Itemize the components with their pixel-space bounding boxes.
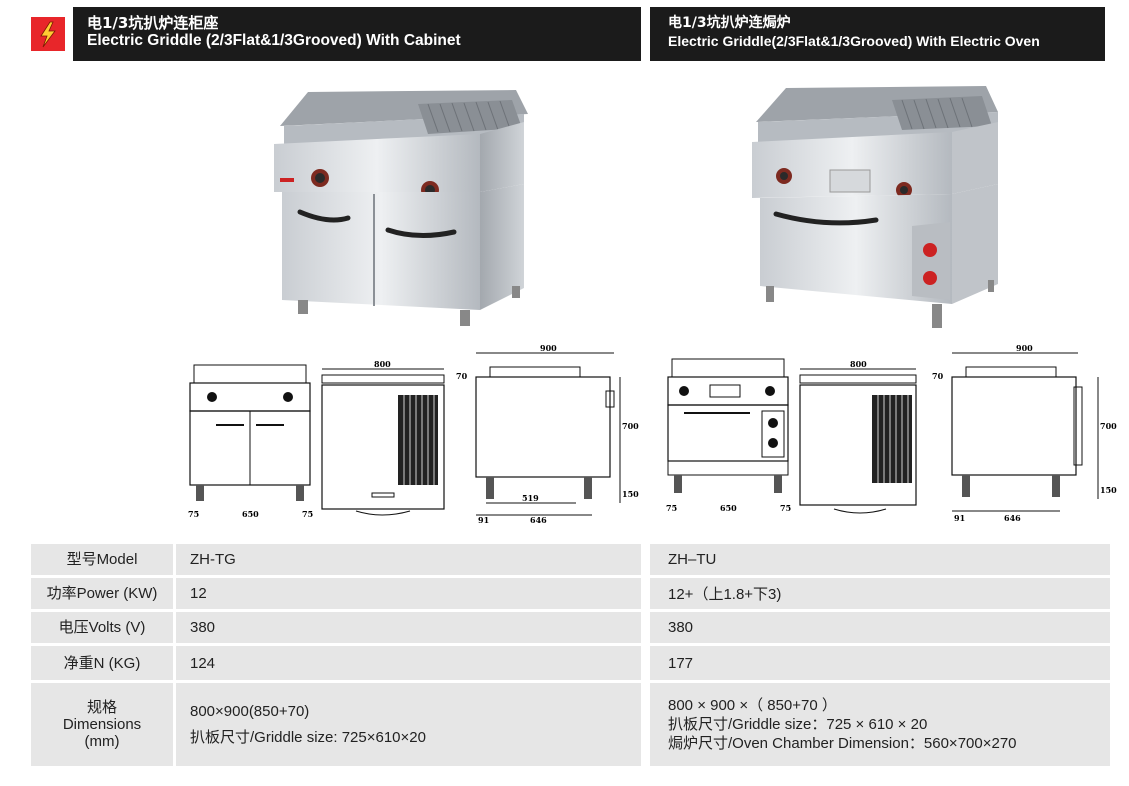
lightning-logo-icon: [31, 17, 65, 51]
left-technical-drawings: 75 650 75 800 900 70 700 150 519 91 646: [188, 343, 639, 525]
left-title-zh: 电1/3坑扒炉连柜座: [87, 14, 219, 32]
spec-right-value: 12+（上1.8+下3): [650, 578, 1110, 609]
right-title-en: Electric Griddle(2/3Flat&1/3Grooved) Wit…: [668, 33, 1040, 49]
left-dim-height: 700: [622, 421, 639, 431]
left-dim-side-a: 75: [188, 509, 199, 519]
griddle-cabinet-photo: [274, 90, 528, 326]
left-dim-depth: 900: [540, 343, 557, 353]
right-product-header: 电1/3坑扒炉连焗炉 Electric Griddle(2/3Flat&1/3G…: [650, 7, 1105, 61]
spec-left-value: ZH-TG: [176, 544, 641, 575]
right-dimensions-line1: 800 × 900 ×（ 850+70 ）: [668, 697, 837, 714]
spec-left-value: 380: [176, 612, 641, 643]
left-dim-top: 70: [456, 371, 468, 381]
left-dim-d1: 519: [522, 493, 539, 503]
spec-row-weight: 净重N (KG) 124 177: [31, 646, 1110, 680]
spec-right-dimensions: 800 × 900 ×（ 850+70 ） 扒板尺寸/Griddle size：…: [650, 683, 1110, 766]
spec-right-value: ZH–TU: [650, 544, 1110, 575]
right-dim-side-a: 75: [666, 503, 677, 513]
left-product-header: 电1/3坑扒炉连柜座 Electric Griddle (2/3Flat&1/3…: [73, 7, 641, 61]
left-dim-side-b: 75: [302, 509, 313, 519]
right-technical-drawings: 75 650 75 800 900 70 700 150 91 646: [666, 343, 1117, 523]
left-dimensions-line2: 扒板尺寸/Griddle size: 725×610×20: [190, 728, 426, 746]
right-dim-top: 70: [932, 371, 944, 381]
dimensions-label-unit: (mm): [84, 733, 120, 750]
left-dimensions-line1: 800×900(850+70): [190, 702, 310, 720]
spec-right-value: 380: [650, 612, 1110, 643]
spec-right-value: 177: [650, 646, 1110, 680]
spec-row-power: 功率Power (KW) 12 12+（上1.8+下3): [31, 578, 1110, 609]
spec-label: 净重N (KG): [31, 646, 173, 680]
spec-label-dimensions: 规格 Dimensions (mm): [31, 683, 173, 766]
right-title-zh: 电1/3坑扒炉连焗炉: [668, 15, 791, 31]
right-dim-mid: 650: [720, 503, 737, 513]
right-dim-side-b: 75: [780, 503, 791, 513]
spec-left-value: 124: [176, 646, 641, 680]
spec-left-dimensions: 800×900(850+70) 扒板尺寸/Griddle size: 725×6…: [176, 683, 641, 766]
right-dim-d2: 646: [1004, 513, 1021, 523]
left-title-en: Electric Griddle (2/3Flat&1/3Grooved) Wi…: [87, 32, 461, 49]
right-dim-d3: 91: [954, 513, 965, 523]
left-dim-leg: 150: [622, 489, 639, 499]
spec-label: 型号Model: [31, 544, 173, 575]
spec-row-model: 型号Model ZH-TG ZH–TU: [31, 544, 1110, 575]
left-dim-d2: 646: [530, 515, 547, 525]
right-dimensions-line2: 扒板尺寸/Griddle size：725 × 610 × 20: [668, 716, 928, 733]
right-dim-width: 800: [850, 359, 867, 369]
griddle-oven-photo: [752, 86, 998, 328]
spec-row-volts: 电压Volts (V) 380 380: [31, 612, 1110, 643]
right-dim-height: 700: [1100, 421, 1117, 431]
left-dim-d3: 91: [478, 515, 489, 525]
dimensions-label-en: Dimensions: [62, 716, 142, 733]
right-dim-leg: 150: [1100, 485, 1117, 495]
left-dim-mid: 650: [242, 509, 259, 519]
left-dim-width: 800: [374, 359, 391, 369]
right-dimensions-line3: 焗炉尺寸/Oven Chamber Dimension：560×700×270: [668, 735, 1017, 752]
right-dim-depth: 900: [1016, 343, 1033, 353]
spec-left-value: 12: [176, 578, 641, 609]
spec-row-dimensions: 规格 Dimensions (mm) 800×900(850+70) 扒板尺寸/…: [31, 683, 1110, 766]
spec-label: 电压Volts (V): [31, 612, 173, 643]
spec-label: 功率Power (KW): [31, 578, 173, 609]
dimensions-label-zh: 规格: [86, 699, 117, 716]
